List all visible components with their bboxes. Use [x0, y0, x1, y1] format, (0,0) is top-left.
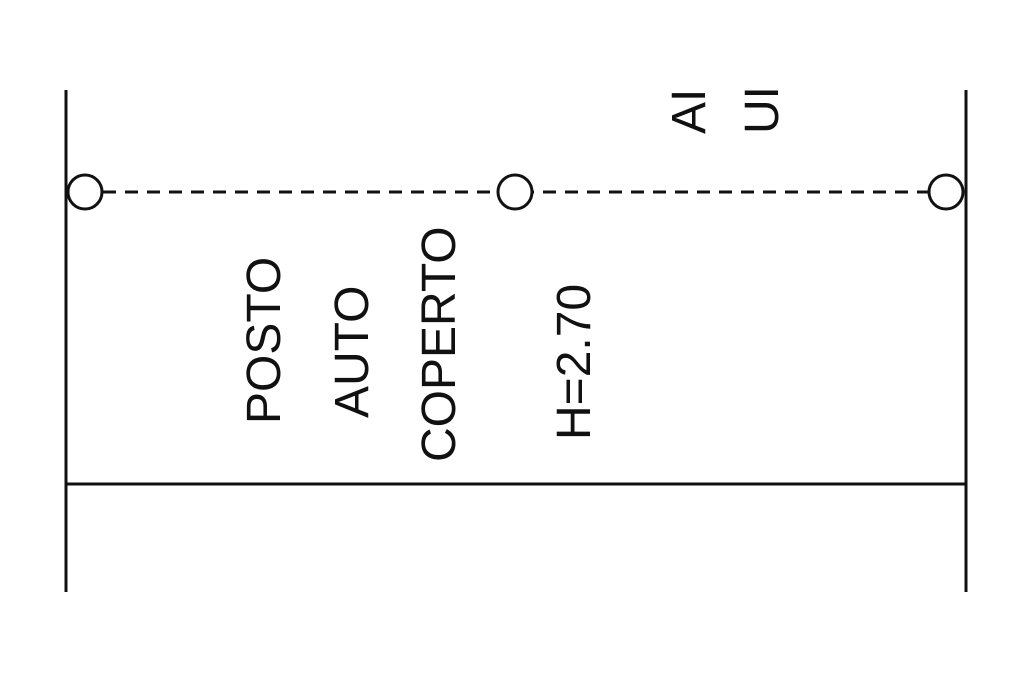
column-circle-right [927, 173, 965, 211]
column-circle-middle [496, 173, 534, 211]
room-label-line-2: AUTO [326, 286, 379, 418]
room-label-line-1: POSTO [238, 257, 291, 424]
column-circle-left [66, 173, 104, 211]
cut-label-line-1: AI [663, 89, 716, 134]
room-label-line-3: COPERTO [413, 226, 466, 462]
cut-label-line-2: UI [736, 86, 789, 134]
height-label: H=2.70 [548, 284, 601, 440]
